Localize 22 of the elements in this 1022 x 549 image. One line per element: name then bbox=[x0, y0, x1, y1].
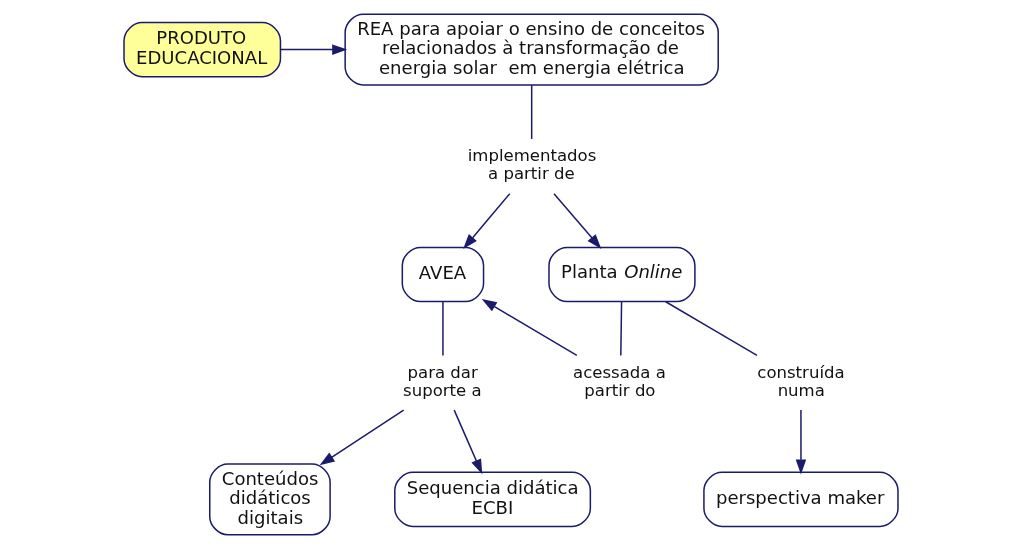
arrow bbox=[463, 192, 511, 249]
node-box: PRODUTO EDUCACIONAL bbox=[123, 21, 282, 78]
arrow bbox=[795, 409, 807, 475]
node-box: AVEA bbox=[401, 246, 485, 303]
connector bbox=[620, 301, 623, 357]
arrow bbox=[280, 44, 348, 55]
node-box: Sequencia didática ECBI bbox=[394, 471, 592, 528]
node-box: Conteúdos didáticos digitais bbox=[209, 463, 331, 536]
arrow bbox=[319, 409, 405, 466]
arrow bbox=[481, 299, 578, 357]
node-box: perspectiva maker bbox=[703, 471, 899, 528]
connector bbox=[442, 301, 444, 357]
connector bbox=[665, 301, 758, 357]
node-text: acessada a partir do bbox=[573, 363, 666, 401]
node-text: construída numa bbox=[757, 363, 845, 401]
arrow bbox=[453, 409, 483, 475]
arrow bbox=[553, 192, 602, 249]
node-box: REA para apoiar o ensino de conceitos relacionados à transformação de energia solar em energia elétrica bbox=[344, 13, 719, 86]
node-box: Planta Online bbox=[548, 246, 696, 303]
node-text: para dar suporte a bbox=[403, 363, 482, 401]
node-text: implementados a partir de bbox=[467, 146, 597, 184]
connector bbox=[530, 84, 533, 140]
